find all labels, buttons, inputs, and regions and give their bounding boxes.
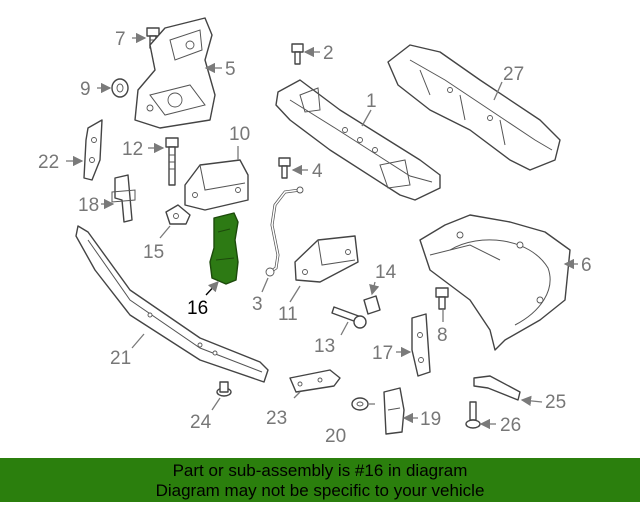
callout-11: 11: [278, 304, 298, 325]
banner-line-disclaimer: Diagram may not be specific to your vehi…: [155, 481, 485, 500]
part-23-bracket: [289, 369, 341, 393]
callout-13: 13: [314, 336, 335, 357]
callout-16: 16: [187, 298, 208, 319]
part-11-bracket: [294, 235, 359, 283]
part-3-rod: [265, 186, 304, 277]
callout-2: 2: [323, 43, 334, 64]
leader-14: [369, 281, 380, 296]
part-20-nut: [351, 397, 369, 411]
part-19-bracket: [383, 387, 405, 435]
leader-27: [493, 81, 503, 101]
callout-15: 15: [143, 242, 164, 263]
leader-3: [261, 277, 269, 293]
callout-18: 18: [78, 195, 99, 216]
leader-25: [520, 395, 543, 407]
banner-line-part: Part or sub-assembly is #16 in diagram: [172, 461, 468, 480]
callout-19: 19: [420, 409, 441, 430]
callout-1: 1: [366, 91, 377, 112]
part-1-crossmember: [275, 79, 441, 201]
callout-26: 26: [500, 415, 521, 436]
leader-24: [211, 397, 221, 411]
part-21-bumper-beam: [75, 225, 269, 383]
part-8-bolt: [435, 287, 449, 310]
leader-13: [340, 321, 349, 336]
part-14-clip: [363, 295, 381, 315]
callout-3: 3: [252, 294, 263, 315]
part-24-bolt: [216, 381, 232, 397]
callout-27: 27: [503, 64, 524, 85]
callout-25: 25: [545, 392, 566, 413]
part-10-bracket: [184, 159, 249, 211]
part-16-highlighted: [209, 212, 239, 285]
part-5-bracket: [134, 17, 216, 129]
leader-15: [159, 225, 171, 239]
callout-23: 23: [266, 408, 287, 429]
part-27-upper-rail: [387, 44, 561, 171]
leader-1: [361, 109, 372, 127]
callout-8: 8: [437, 325, 448, 346]
callout-4: 4: [312, 161, 323, 182]
part-18-bracket: [111, 174, 136, 223]
part-4-bolt: [278, 157, 291, 179]
callout-5: 5: [225, 59, 236, 80]
callout-21: 21: [110, 348, 131, 369]
part-17-bracket: [411, 313, 431, 377]
part-9-grommet: [111, 78, 129, 98]
parts-diagram: 7 9 5 22 12 10: [38, 17, 592, 447]
leader-21: [131, 333, 145, 349]
part-6-wheelhouse: [419, 214, 571, 351]
callout-20: 20: [325, 426, 346, 447]
callout-24: 24: [190, 412, 212, 433]
leader-16: [205, 281, 219, 296]
part-info-banner: Part or sub-assembly is #16 in diagram D…: [0, 458, 640, 502]
callout-6: 6: [581, 255, 592, 276]
callout-7: 7: [115, 29, 126, 50]
callout-10: 10: [229, 124, 250, 145]
part-12-bolt: [165, 137, 179, 186]
callout-9: 9: [80, 79, 91, 100]
leader-23: [293, 391, 301, 399]
callout-22: 22: [38, 152, 59, 173]
part-26-bolt: [465, 401, 481, 429]
part-15-clip: [165, 204, 191, 225]
callout-12: 12: [122, 139, 143, 160]
part-13-bolt: [331, 306, 367, 329]
part-2-bolt: [291, 43, 304, 65]
part-22-plate: [83, 119, 103, 181]
callout-17: 17: [372, 343, 393, 364]
leader-11: [289, 285, 301, 303]
callout-14: 14: [375, 262, 397, 283]
part-25-bracket: [473, 375, 521, 401]
